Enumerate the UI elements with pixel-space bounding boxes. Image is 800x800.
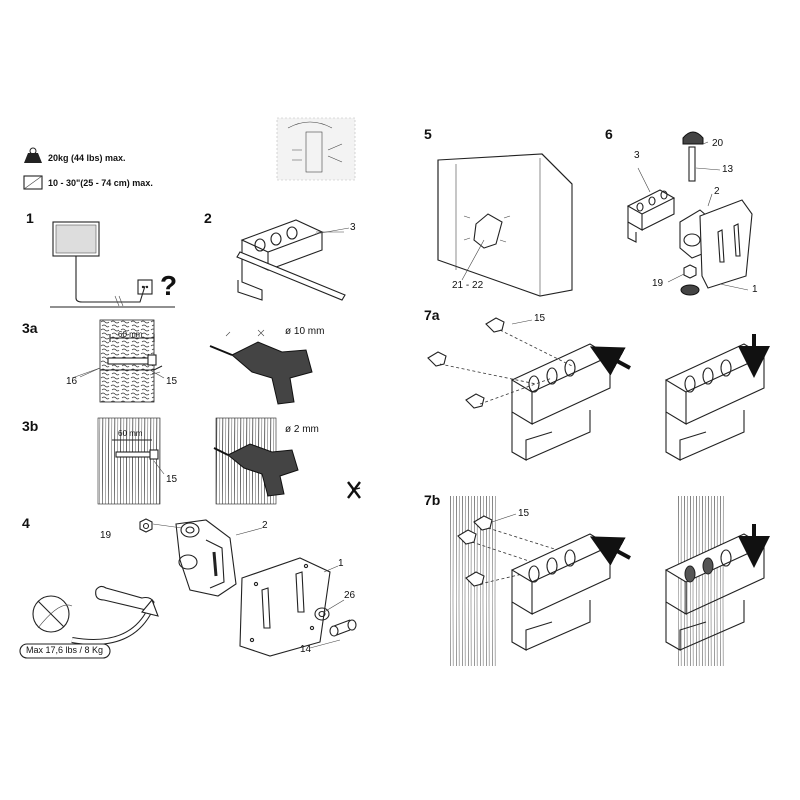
step-number-4: 4 [22, 515, 30, 531]
step-number-5: 5 [424, 126, 432, 142]
power-outlet-icon [137, 279, 153, 295]
step-number-7b: 7b [424, 492, 441, 508]
plate-1-label-6: 1 [752, 284, 758, 295]
wrench-icon [95, 585, 155, 611]
screen-size-spec: 10 - 30"(25 - 74 cm) max. [48, 178, 153, 188]
drill-size-3b: ø 2 mm [285, 424, 319, 435]
screws-15-label-7b: 15 [518, 508, 530, 519]
nut-19-label: 19 [100, 530, 112, 541]
bracket-3-label: 3 [634, 150, 640, 161]
anchor-16-label: 16 [66, 376, 78, 387]
part-3-label: 3 [350, 222, 356, 233]
bolt-14-label: 14 [300, 644, 312, 655]
prohibited-icon [347, 481, 361, 499]
parts-21-22-label: 21 - 22 [452, 280, 484, 291]
nut-19-label-6: 19 [652, 278, 664, 289]
step-number-1: 1 [26, 210, 34, 226]
prohibited-wrench-icon [32, 595, 73, 633]
step7a-drawing [427, 317, 770, 461]
step-number-7a: 7a [424, 307, 440, 323]
arrow-icon [71, 598, 159, 645]
screws-15-label-7a: 15 [534, 313, 546, 324]
plate-1-label: 1 [338, 558, 344, 569]
step-number-3a: 3a [22, 320, 38, 336]
step-number-2: 2 [204, 210, 212, 226]
step7b-drawing [448, 496, 770, 666]
pin-13-label: 13 [722, 164, 734, 175]
question-mark: ? [160, 270, 178, 301]
weight-spec: 20kg (44 lbs) max. [48, 153, 126, 163]
step-number-6: 6 [605, 126, 613, 142]
arm-2-label: 2 [262, 520, 268, 531]
step3a-drawing [79, 319, 313, 405]
arm-2-label-6: 2 [714, 186, 720, 197]
screw-15-label-3b: 15 [166, 474, 178, 485]
leader-lines [71, 141, 749, 649]
cap-20-label: 20 [712, 138, 724, 149]
dimension-3b: 60 mm [118, 429, 143, 438]
step6-drawing [626, 131, 753, 296]
dimension-3a: 60 mm [118, 330, 143, 339]
drill-size-3a: ø 10 mm [285, 326, 325, 337]
step5-drawing [437, 153, 573, 297]
washer-26-label: 26 [344, 590, 356, 601]
screen-size-icon [23, 175, 43, 190]
torque-note: Max 17,6 lbs / 8 Kg [26, 645, 104, 655]
rotation-thumbnail [276, 117, 356, 181]
step3b-drawing [97, 417, 299, 505]
step2-drawing [236, 219, 346, 301]
screw-15-label-3a: 15 [166, 376, 178, 387]
torque-note-box [19, 643, 111, 659]
step-number-3b: 3b [22, 418, 39, 434]
step4-drawing [139, 518, 357, 657]
step1-drawing [50, 221, 175, 308]
weight-icon [24, 147, 42, 163]
drill-icon [209, 329, 313, 405]
